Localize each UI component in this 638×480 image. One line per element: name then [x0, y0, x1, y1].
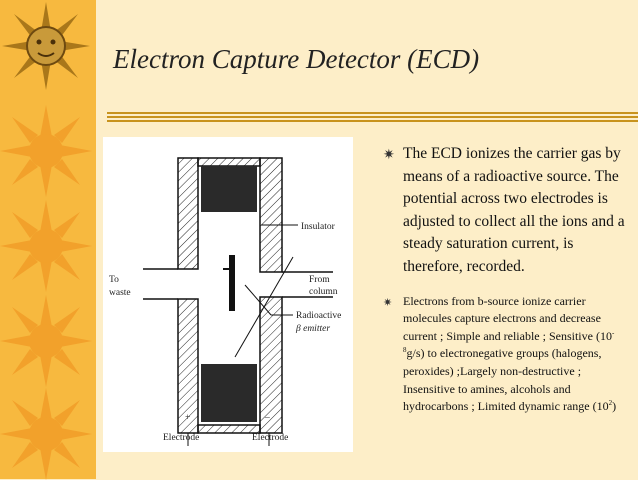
- beta-source-plate: [229, 255, 235, 311]
- label-radioactive: Radioactive: [296, 311, 341, 321]
- bullet-text: The ECD ionizes the carrier gas by means…: [403, 145, 625, 275]
- right-wall-lower: [259, 296, 283, 434]
- lower-insulator: [201, 364, 257, 422]
- bullet-text-part2: g/s) to electronegative groups (halogens…: [403, 346, 609, 414]
- bullet-list: ✷ The ECD ionizes the carrier gas by mea…: [383, 143, 633, 416]
- bullet-text-part3: ): [612, 399, 617, 414]
- label-electrode-left: Electrode: [163, 433, 199, 443]
- face-sun-icon: [2, 2, 90, 90]
- bullet-item-electron-capture: ✷ Electrons from b-source ionize carrier…: [383, 293, 633, 416]
- label-waste: waste: [109, 288, 131, 298]
- slide-title: Electron Capture Detector (ECD): [113, 44, 480, 74]
- asterisk-bullet-icon: ✷: [383, 147, 395, 163]
- upper-insulator: [201, 166, 257, 212]
- ecd-schematic: To waste Insulator From column Radioacti…: [109, 157, 341, 446]
- label-insulator: Insulator: [301, 222, 336, 232]
- asterisk-bullet-icon: ✷: [383, 295, 393, 309]
- label-electrode-right: Electrode: [252, 433, 288, 443]
- sign-minus: –: [264, 413, 270, 423]
- title-underline-rule: [107, 112, 638, 124]
- sun-icon: [0, 105, 92, 197]
- label-beta-emitter: β emitter: [295, 324, 330, 334]
- left-wall-upper: [177, 157, 199, 270]
- label-to: To: [109, 275, 119, 285]
- label-from: From: [309, 275, 330, 285]
- superscript-exponent: -8: [403, 328, 615, 355]
- ecd-diagram: To waste Insulator From column Radioacti…: [103, 137, 353, 452]
- superscript-exponent: 2: [608, 399, 613, 408]
- sun-icon: [0, 388, 92, 480]
- bullet-item-ecd-ionization: ✷ The ECD ionizes the carrier gas by mea…: [383, 143, 633, 279]
- bullet-text-part1: Electrons from b-source ionize carrier m…: [403, 293, 612, 343]
- sign-plus: +: [185, 413, 190, 423]
- sun-icon: [0, 295, 92, 387]
- sun-icon: [0, 200, 92, 292]
- right-wall-upper: [259, 157, 283, 273]
- label-column: column: [309, 287, 338, 297]
